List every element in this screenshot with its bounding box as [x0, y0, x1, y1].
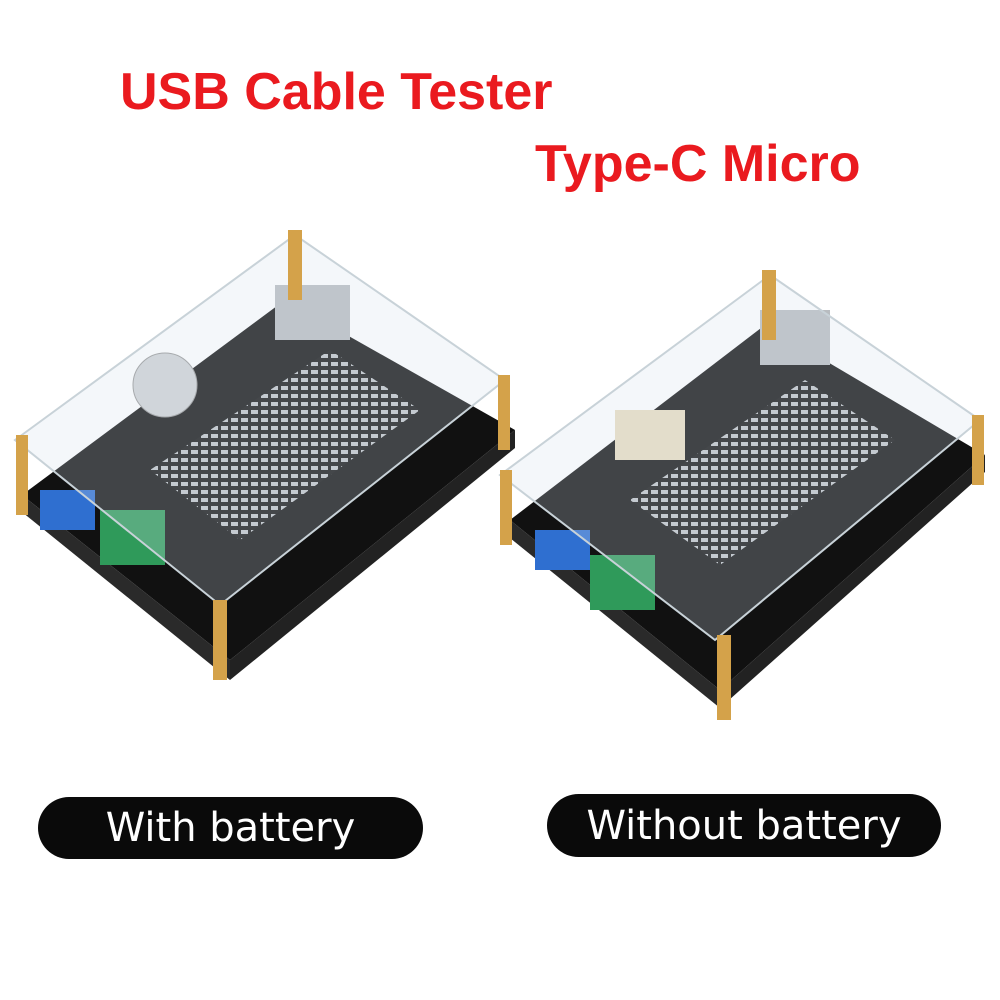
without-battery-label: Without battery — [547, 794, 941, 857]
standoffs — [500, 270, 984, 720]
usb-a-port-green — [100, 510, 165, 565]
usb-b-port — [275, 285, 350, 340]
standoffs — [16, 230, 510, 680]
with-battery-label: With battery — [38, 797, 423, 859]
product-title: USB Cable Tester — [120, 63, 553, 121]
pin-array — [150, 350, 420, 540]
board-with-battery — [13, 230, 515, 680]
pin-array — [630, 380, 895, 565]
board-without-battery — [498, 270, 985, 720]
usb-a-port-green — [590, 555, 655, 610]
product-subtitle: Type-C Micro — [535, 135, 861, 193]
empty-battery-holder — [615, 410, 685, 460]
coin-battery — [132, 352, 198, 418]
